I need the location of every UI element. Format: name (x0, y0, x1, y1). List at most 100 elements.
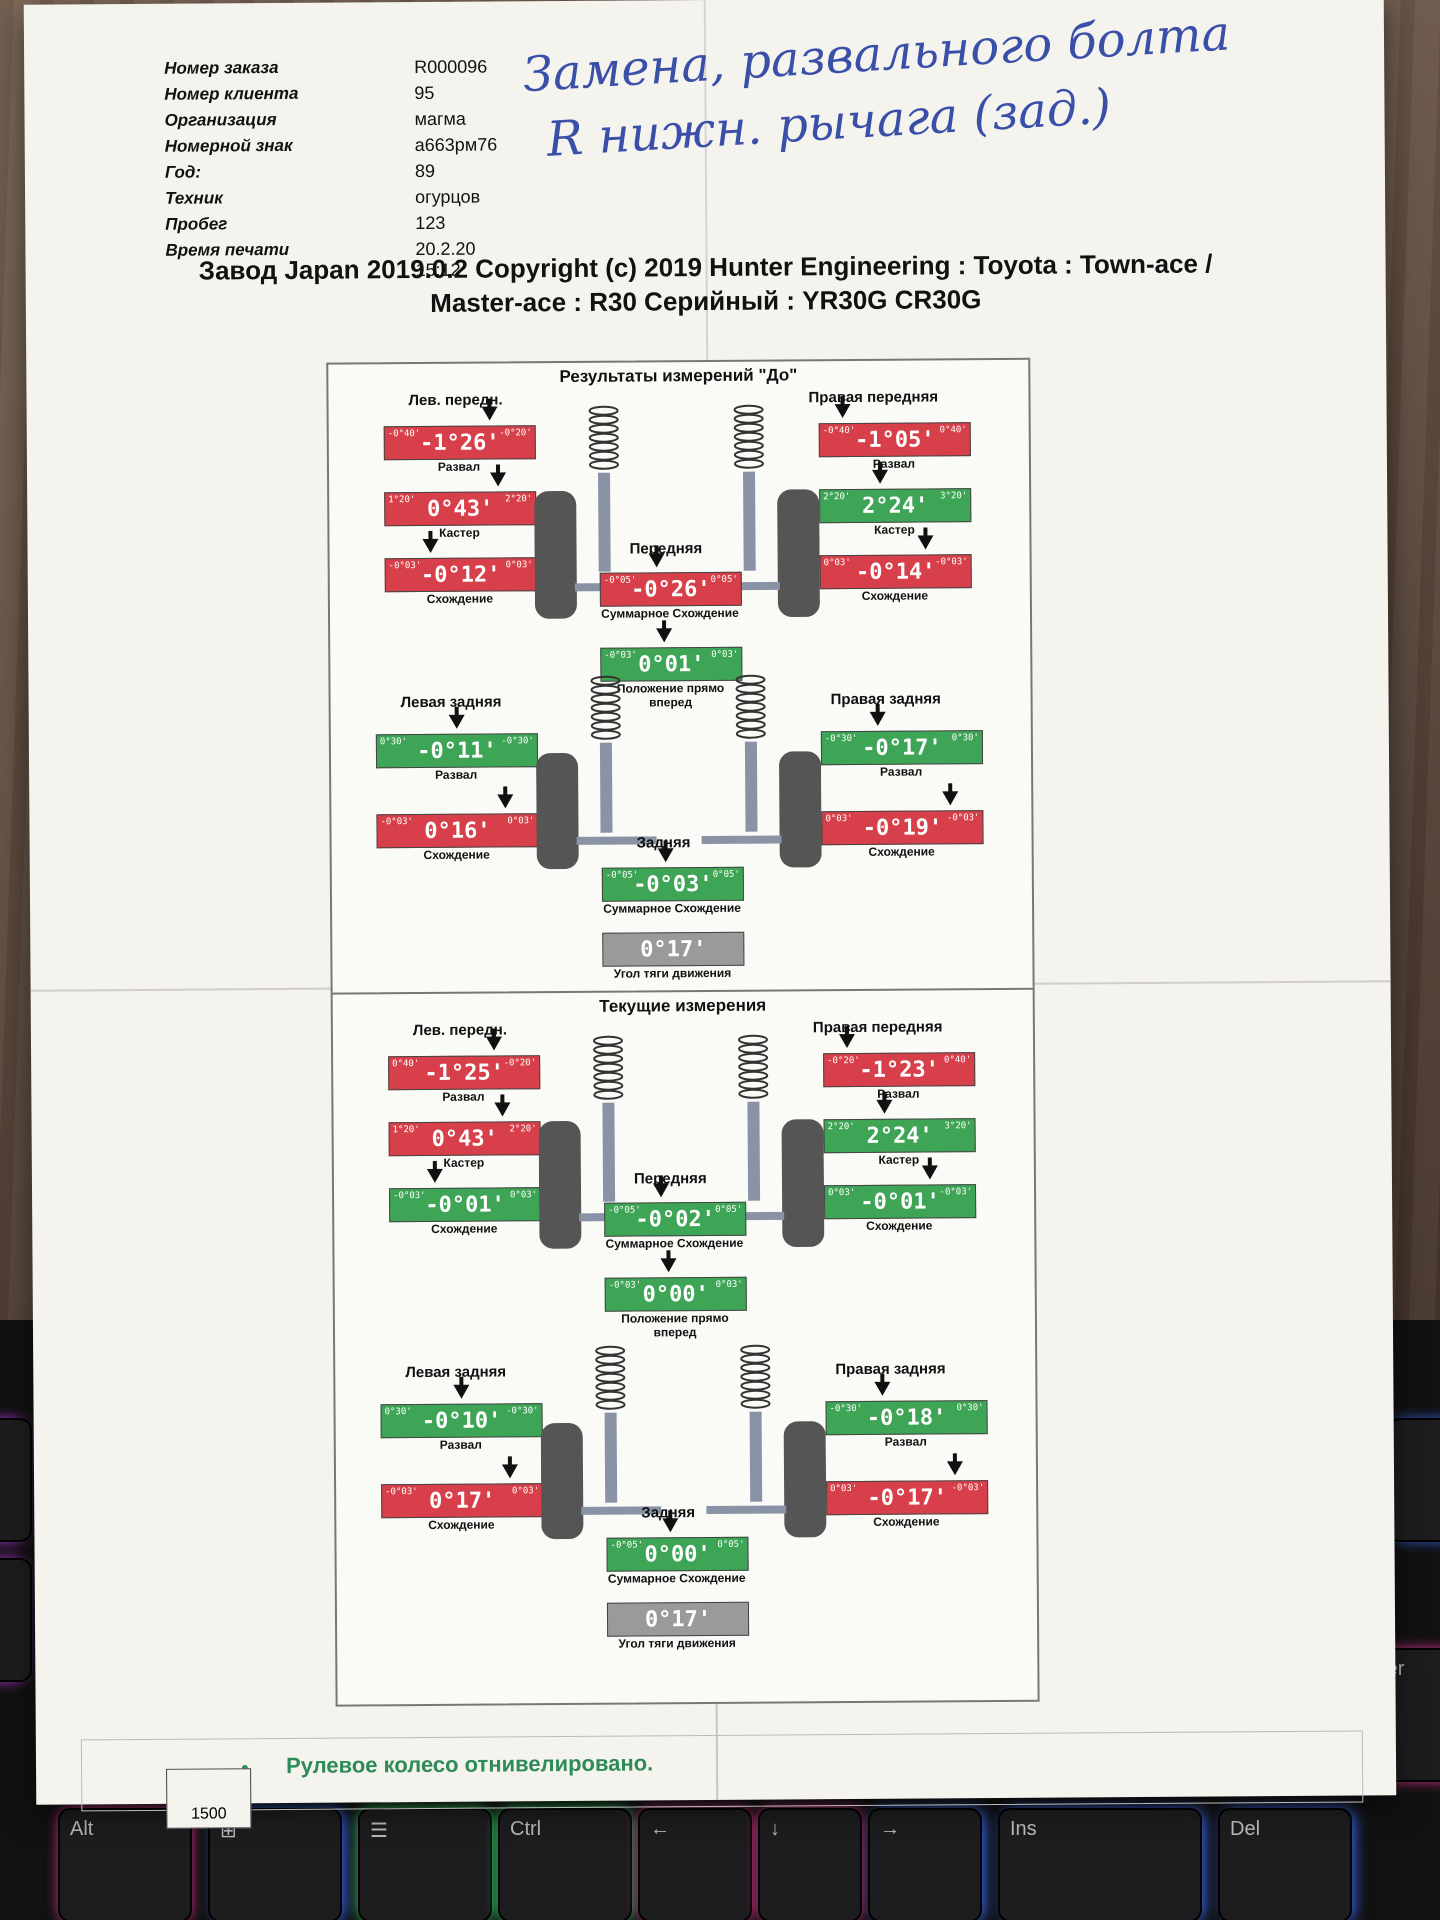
gauge-min: 0°03' (828, 1187, 856, 1199)
gauge-value: -1°25' (424, 1059, 505, 1086)
gauge-caption: Кастер (874, 522, 915, 537)
suspension-strut-icon (706, 1344, 827, 1538)
fr-camber-gauge: -0°40'0°40'-1°05' (818, 404, 971, 458)
gauge-value: 0°00' (642, 1281, 709, 1307)
fl-toe-gauge: -0°03'0°03'-0°01' (389, 1168, 542, 1223)
gauge-min: 2°20' (823, 492, 851, 503)
fl-camber-gauge: 0°40'-0°20'-1°25' (388, 1036, 541, 1091)
suspension-strut-icon (536, 675, 657, 870)
arrow-down-icon (652, 1183, 670, 1198)
arrow-down-icon (662, 1518, 679, 1533)
gauge-min: 2°20' (827, 1121, 855, 1133)
before-panel: Результаты измерений "До"Лев. передн.Пра… (326, 357, 1035, 997)
info-value: R000096 (414, 56, 488, 78)
arrow-down-icon (453, 1384, 470, 1399)
gauge-caption: Развал (442, 1089, 485, 1104)
key-arrow-left[interactable]: ← (640, 1810, 750, 1920)
arrow-down-icon (481, 406, 498, 421)
key-ins-label: Ins (1010, 1818, 1037, 1840)
gauge-value: 0°43' (427, 496, 494, 522)
gauge-min: 1°20' (388, 495, 416, 506)
arrow-down-icon (660, 1258, 677, 1273)
arrow-down-icon (426, 1168, 443, 1183)
fr-toe-gauge: 0°03'-0°03'-0°14' (819, 535, 972, 590)
arrow-down-icon (489, 472, 506, 487)
gauge-caption: Развал (884, 1434, 927, 1449)
gauge-value: -0°01' (860, 1188, 940, 1215)
arrow-down-icon (869, 711, 886, 726)
gauge-caption: Суммарное Схождение (605, 1235, 744, 1251)
gauge-caption: Кастер (443, 1155, 485, 1170)
gauge-max: 0°40' (939, 425, 967, 436)
gauge-value: 0°17' (644, 1606, 712, 1632)
gauge-value: -0°12' (420, 561, 501, 588)
gauge-value: -1°23' (859, 1056, 940, 1083)
gauge-min: 0°03' (830, 1483, 858, 1495)
gauge-value: -0°17' (867, 1484, 947, 1511)
gauge-max: -0°03' (951, 1483, 985, 1494)
info-label: Организация (164, 110, 277, 130)
gauge-caption: Развал (434, 767, 478, 782)
gauge-max: -0°20' (499, 428, 532, 439)
key-ins[interactable]: Ins (1000, 1810, 1200, 1920)
gauge-min: -0°40' (387, 429, 421, 440)
key-arrow-right[interactable]: → (870, 1810, 980, 1920)
panel-title: Результаты измерений "До" (559, 365, 798, 387)
gauge-value: -0°10' (421, 1407, 502, 1434)
gauge-caption: Схождение (431, 1221, 498, 1236)
gauge-caption: Положение прямо вперед (621, 1310, 729, 1340)
gauge-caption: Схождение (426, 591, 494, 606)
arrow-down-icon (838, 1033, 855, 1049)
arrow-down-icon (834, 404, 851, 419)
key-lt[interactable]: < (0, 1560, 30, 1680)
thrust-straight-gauge: -0°03'0°03'0°00' (604, 1258, 747, 1312)
arrow-down-icon (648, 553, 665, 568)
key-ctrl[interactable]: Ctrl (500, 1810, 630, 1920)
key-del[interactable]: Del (1220, 1810, 1350, 1920)
rear-right-label: Правая задняя (835, 1360, 946, 1379)
gauge-value: -0°01' (425, 1191, 505, 1218)
rear-total-toe-gauge: -0°05'0°05'0°00' (606, 1518, 749, 1572)
gauge-min: 0°03' (823, 558, 851, 569)
suspension-strut-icon (538, 1035, 660, 1249)
gauge-caption: Развал (879, 764, 923, 779)
gauge-min: -0°03' (388, 561, 422, 572)
gauge-caption: Развал (877, 1086, 920, 1101)
info-value: 89 (414, 160, 436, 182)
gauge-value: -0°02' (635, 1206, 716, 1233)
gauge-min: 0°30' (384, 1407, 412, 1418)
arrow-down-icon (872, 469, 889, 484)
rl-toe-gauge: -0°03'0°03'0°16' (376, 794, 539, 849)
fr-camber-gauge: -0°20'0°40'-1°23' (823, 1033, 976, 1088)
gauge-caption: Развал (872, 456, 916, 471)
menu-icon: ☰ (370, 1820, 388, 1842)
gauge-caption: Угол тяги движения (618, 1635, 736, 1651)
front-label: Передняя (633, 1170, 707, 1188)
key-ctrl-label: Ctrl (510, 1818, 542, 1840)
gauge-caption: Схождение (423, 847, 490, 862)
gauge-max: 0°05' (712, 869, 740, 880)
info-value: 123 (415, 212, 446, 234)
gauge-max: 0°03' (715, 1279, 743, 1290)
gauge-value: 0°17' (640, 936, 707, 962)
gauge-max: -0°03' (935, 557, 968, 568)
key-menu[interactable]: ☰ (360, 1810, 490, 1920)
info-value: 95 (414, 82, 435, 104)
gauge-value: -0°03' (633, 871, 713, 898)
suspension-strut-icon (540, 1345, 662, 1540)
gauge-min: 0°30' (379, 737, 408, 748)
gauge-min: -0°03' (380, 817, 413, 828)
gauge-caption: Схождение (866, 1218, 933, 1233)
arrow-down-icon (485, 1036, 503, 1051)
gauge-value: 2°24' (866, 1122, 933, 1149)
gauge-caption: Угол тяги движения (613, 965, 732, 981)
key-left-edge[interactable] (0, 1420, 30, 1540)
gauge-caption: Развал (437, 459, 481, 474)
gauge-min: -0°05' (603, 575, 637, 586)
key-right-edge[interactable] (1390, 1420, 1440, 1540)
key-arrow-down[interactable]: ↓ (760, 1810, 860, 1920)
gauge-caption: Схождение (868, 844, 935, 859)
rear-right-label: Правая задняя (830, 690, 941, 709)
gauge-max: 0°05' (715, 1204, 743, 1215)
gauge-caption: Суммарное Схождение (607, 1570, 746, 1586)
